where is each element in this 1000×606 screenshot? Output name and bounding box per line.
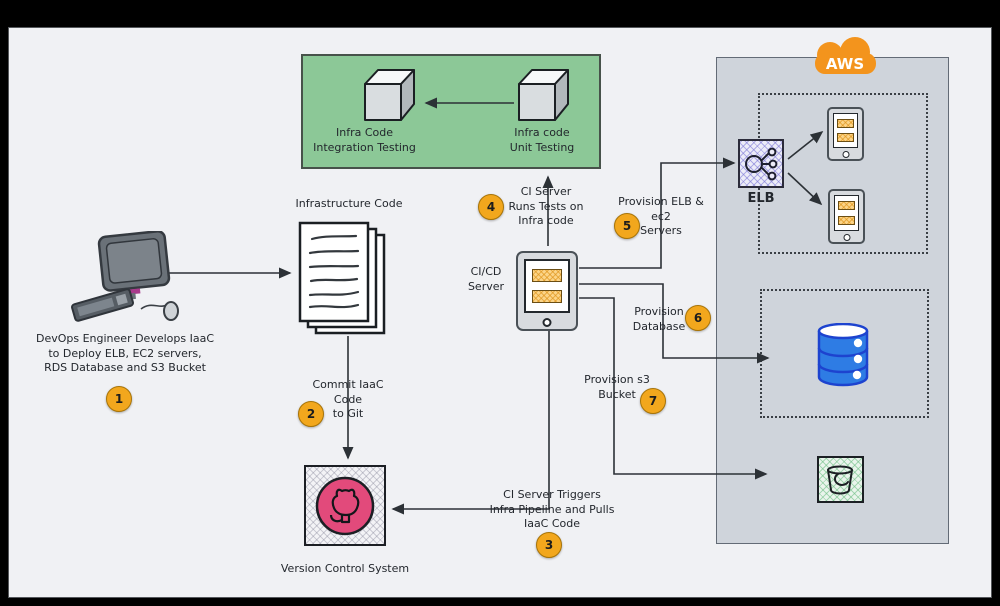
diagram-canvas: AWS <box>8 27 992 598</box>
unit-testing-cube-icon <box>518 69 569 121</box>
github-icon <box>304 465 386 546</box>
infrastructure-code-label: Infrastructure Code <box>295 197 403 210</box>
step2-label: Commit IaaC Code to Git <box>312 378 384 421</box>
elb-icon <box>738 139 784 188</box>
step7-badge: 7 <box>640 388 666 414</box>
s3-bucket-icon <box>817 456 864 503</box>
version-control-label: Version Control System <box>280 562 410 575</box>
ec2-instance-icon <box>827 107 864 161</box>
server-bar <box>531 289 563 304</box>
cicd-server-icon <box>516 251 578 331</box>
devops-engineer-label: DevOps Engineer Develops IaaC to Deploy … <box>35 332 215 375</box>
aws-cloud-label: AWS <box>826 55 864 73</box>
step3-badge: 3 <box>536 532 562 558</box>
integration-testing-label: Infra Code Integration Testing <box>313 126 416 154</box>
octocat-icon <box>315 476 375 535</box>
aws-cloud-icon: AWS <box>815 37 876 74</box>
step1-badge: 1 <box>106 386 132 412</box>
step2-badge: 2 <box>298 401 324 427</box>
database-icon <box>817 323 869 387</box>
integration-testing-cube-icon <box>364 69 415 121</box>
step4-badge: 4 <box>478 194 504 220</box>
cicd-server-label: CI/CD Server <box>467 265 505 293</box>
elb-label: ELB <box>747 191 775 206</box>
step6-badge: 6 <box>685 305 711 331</box>
server-bar <box>531 268 563 283</box>
step4-label: CI Server Runs Tests on Infra code <box>508 185 584 228</box>
step5-badge: 5 <box>614 213 640 239</box>
computer-icon <box>71 231 179 322</box>
ec2-instance-icon <box>828 189 865 244</box>
step3-label: CI Server Triggers Infra Pipeline and Pu… <box>489 488 615 531</box>
documents-icon <box>298 221 386 335</box>
unit-testing-label: Infra code Unit Testing <box>509 126 575 154</box>
server-button <box>542 318 552 327</box>
server-screen <box>524 259 570 313</box>
